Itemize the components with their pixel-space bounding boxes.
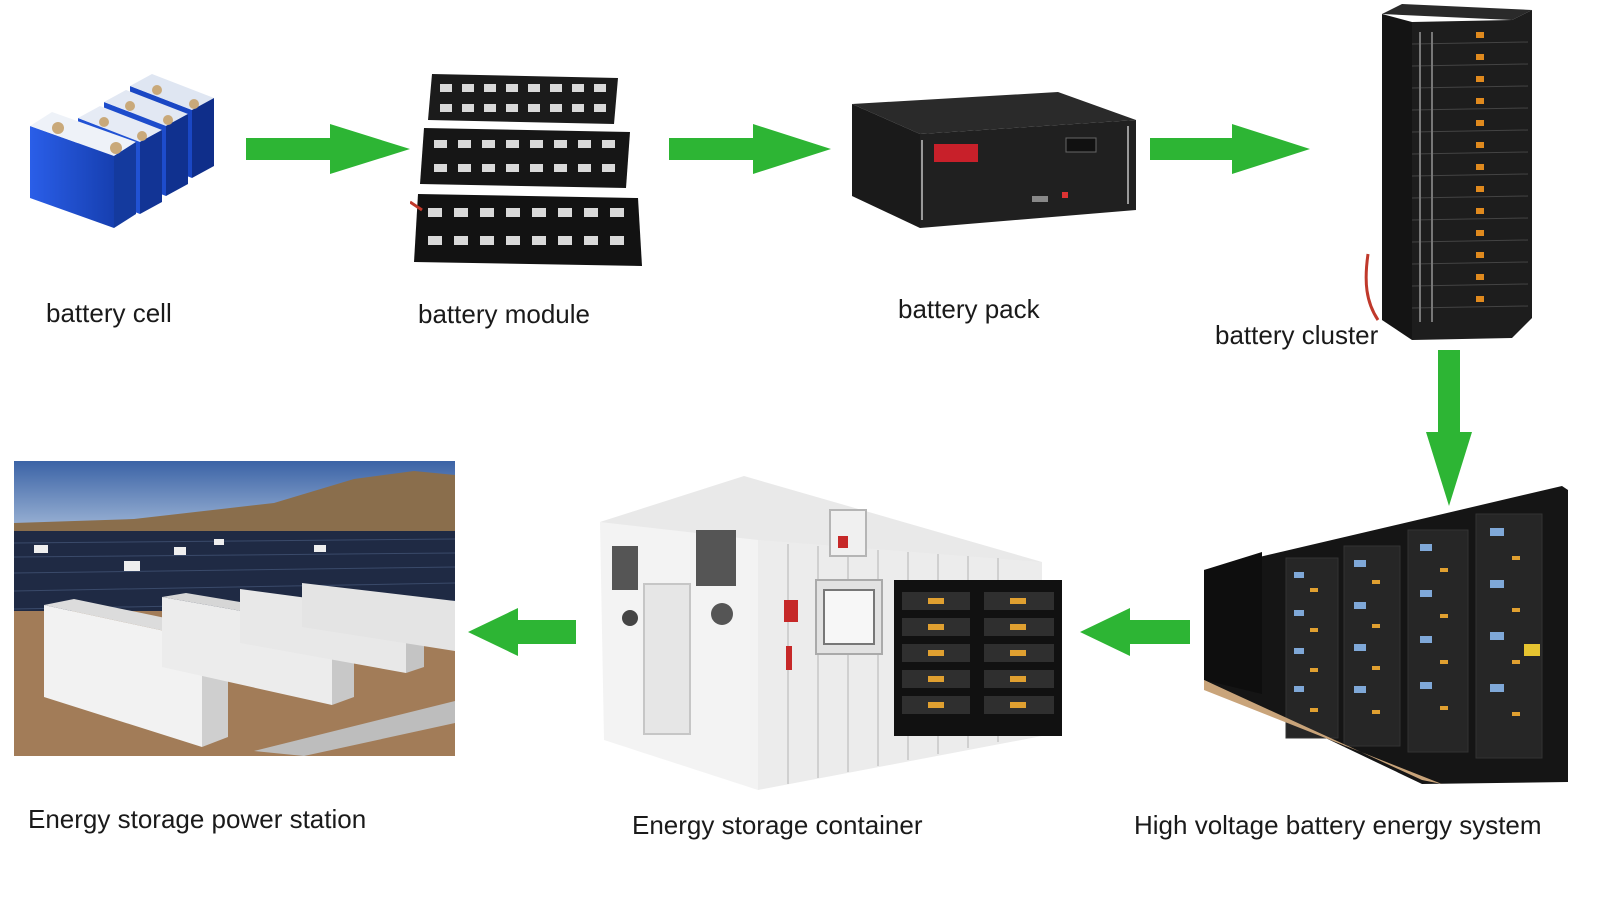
label-energy-storage-power-station: Energy storage power station (28, 804, 367, 834)
arrow-left-2 (1080, 608, 1190, 656)
label-battery-pack: battery pack (898, 294, 1040, 324)
label-battery-cluster: battery cluster (1215, 320, 1379, 350)
arrow-right-1 (246, 124, 410, 174)
arrow-right-2 (669, 124, 831, 174)
label-battery-module: battery module (418, 299, 590, 329)
label-energy-storage-container: Energy storage container (632, 810, 923, 840)
arrow-down (1426, 350, 1472, 506)
battery-cluster-image (1362, 2, 1534, 342)
battery-module-image (410, 70, 648, 270)
arrow-left-1 (468, 608, 576, 656)
power-station-image (14, 461, 455, 756)
energy-storage-container-image (598, 474, 1062, 792)
battery-pack-image (848, 92, 1140, 230)
arrow-right-3 (1150, 124, 1310, 174)
high-voltage-system-image (1202, 484, 1568, 784)
label-high-voltage-battery-energy-system: High voltage battery energy system (1134, 810, 1542, 840)
battery-cell-image (22, 68, 237, 233)
label-battery-cell: battery cell (46, 298, 172, 328)
